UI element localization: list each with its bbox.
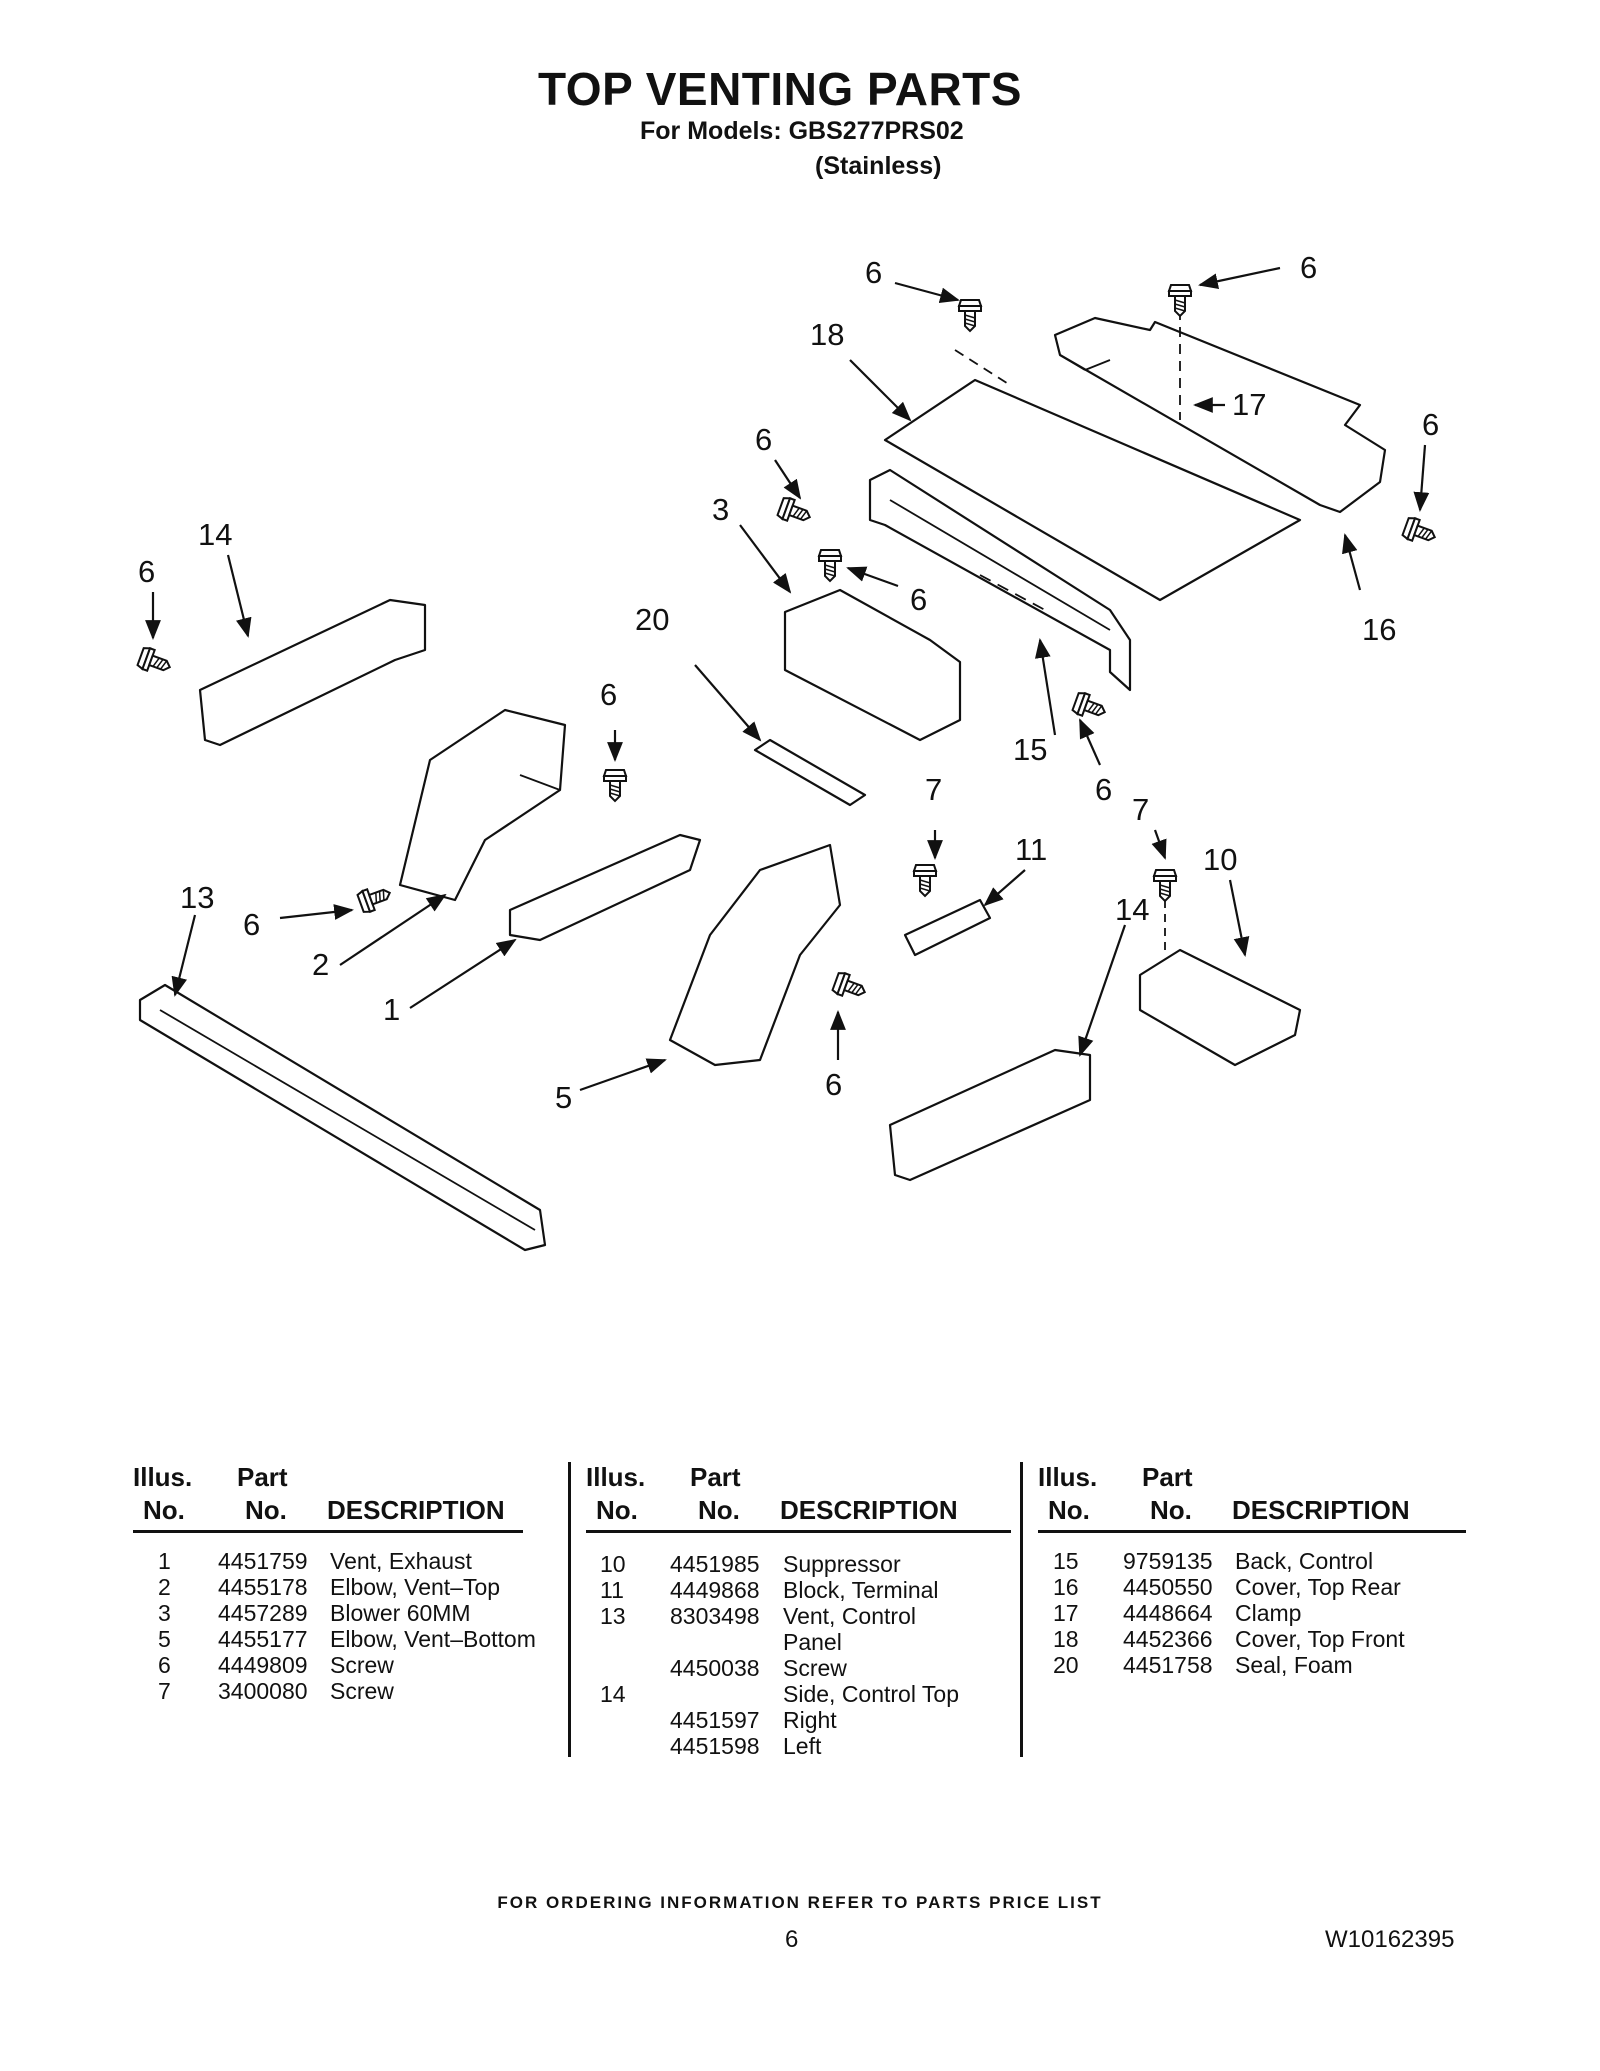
- column-divider: [568, 1462, 571, 1757]
- header-part-no: No.: [245, 1495, 287, 1525]
- elbow-vent-bottom-part: [668, 843, 842, 1067]
- column-divider: [1020, 1462, 1023, 1757]
- ordering-note: FOR ORDERING INFORMATION REFER TO PARTS …: [497, 1893, 1103, 1912]
- callout-16: 16: [1362, 612, 1396, 647]
- header-description: DESCRIPTION: [1232, 1495, 1410, 1525]
- callout-6: 6: [1422, 407, 1439, 442]
- page-title: TOP VENTING PARTS: [538, 63, 1022, 115]
- callout-7: 7: [1132, 792, 1149, 827]
- finish-line: (Stainless): [815, 152, 942, 180]
- header-part: Part: [1142, 1462, 1193, 1492]
- back-control-part: [868, 468, 1132, 692]
- callout-6: 6: [865, 255, 882, 290]
- callout-labels: 6 6 18 17 6 6 3 6 16 6 14 20 6 15 6 7 7 …: [138, 250, 1439, 1115]
- callout-2: 2: [312, 947, 329, 982]
- header-rule: [586, 1530, 1011, 1533]
- callout-6: 6: [910, 582, 927, 617]
- header-illus: Illus.: [133, 1462, 193, 1492]
- top-rear-cover-part: [1053, 316, 1387, 514]
- header-illus-no: No.: [1048, 1495, 1090, 1525]
- callout-20: 20: [635, 602, 669, 637]
- callout-11: 11: [1015, 832, 1047, 867]
- callout-13: 13: [180, 880, 214, 915]
- header-description: DESCRIPTION: [327, 1495, 505, 1525]
- callout-10: 10: [1203, 842, 1237, 877]
- exploded-parts-diagram: 6 6 18 17 6 6 3 6 16 6 14 20 6 15 6 7 7 …: [135, 250, 1440, 1252]
- callout-6: 6: [1095, 772, 1112, 807]
- header-rule: [133, 1530, 523, 1533]
- callout-14: 14: [198, 517, 232, 552]
- callout-6: 6: [138, 554, 155, 589]
- callout-7: 7: [925, 772, 942, 807]
- header-part-no: No.: [1150, 1495, 1192, 1525]
- elbow-vent-top-part: [398, 708, 567, 902]
- callout-15: 15: [1013, 732, 1047, 767]
- header-illus: Illus.: [586, 1462, 646, 1492]
- header-part: Part: [237, 1462, 288, 1492]
- seal-foam-part: [753, 738, 867, 807]
- header-illus-no: No.: [143, 1495, 185, 1525]
- callout-6: 6: [1300, 250, 1317, 285]
- header-description: DESCRIPTION: [780, 1495, 958, 1525]
- header-part: Part: [690, 1462, 741, 1492]
- terminal-block-part: [903, 898, 992, 957]
- callout-14: 14: [1115, 892, 1149, 927]
- vent-exhaust-part: [508, 833, 702, 942]
- callout-1: 1: [383, 992, 400, 1027]
- blower-part: [783, 588, 962, 742]
- side-control-top-right-part: [888, 1048, 1092, 1182]
- side-control-top-left-part: [198, 598, 427, 747]
- callout-arrows: [145, 266, 1430, 1092]
- model-line: For Models: GBS277PRS02: [640, 117, 964, 145]
- document-id: W10162395: [1325, 1926, 1455, 1953]
- top-front-cover-part: [883, 378, 1302, 602]
- callout-17: 17: [1232, 387, 1266, 422]
- header-part-no: No.: [698, 1495, 740, 1525]
- header-rule: [1038, 1530, 1466, 1533]
- callout-6: 6: [600, 677, 617, 712]
- header-illus: Illus.: [1038, 1462, 1098, 1492]
- callout-18: 18: [810, 317, 844, 352]
- callout-6: 6: [755, 422, 772, 457]
- header-illus-no: No.: [596, 1495, 638, 1525]
- callout-3: 3: [712, 492, 729, 527]
- callout-6: 6: [825, 1067, 842, 1102]
- callout-5: 5: [555, 1080, 572, 1115]
- suppressor-part: [1138, 948, 1302, 1067]
- callout-6: 6: [243, 907, 260, 942]
- page-number: 6: [785, 1926, 799, 1953]
